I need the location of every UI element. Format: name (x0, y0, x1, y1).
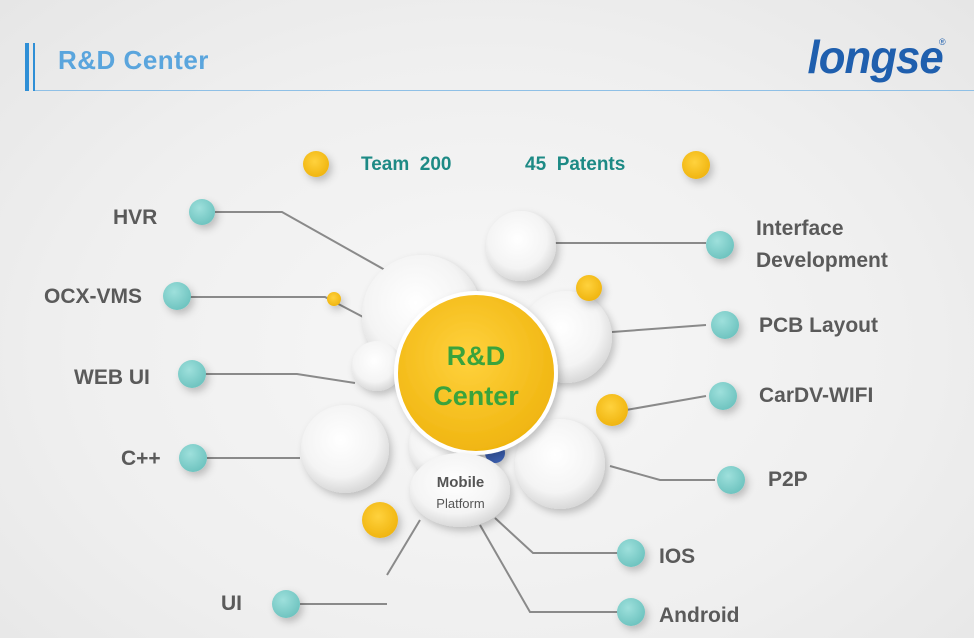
team-dot (303, 151, 329, 177)
label-p2p: P2P (768, 468, 808, 491)
android-node (617, 598, 645, 626)
center-label: R&D Center (398, 336, 554, 416)
registered-mark: ® (939, 37, 946, 47)
header-accent-bar (25, 43, 29, 91)
center-line2: Center (433, 381, 519, 411)
label-development: Development (756, 249, 888, 272)
bubble-bottom-right (515, 419, 605, 509)
bubble-small-left (352, 341, 402, 391)
mobile-subtitle: Platform (436, 496, 485, 511)
bubble-top (486, 211, 556, 281)
pcb-node (711, 311, 739, 339)
accent-dot-small (327, 292, 341, 306)
accent-dot-right (576, 275, 602, 301)
web-ui-node (178, 360, 206, 388)
label-cpp: C++ (121, 447, 161, 470)
connector-cardv (625, 395, 707, 411)
ocx-vms-node (163, 282, 191, 310)
cpp-node (179, 444, 207, 472)
p2p-node (717, 466, 745, 494)
patents-dot (682, 151, 710, 179)
label-cardv-wifi: CarDV-WIFI (759, 384, 874, 407)
ui-node (272, 590, 300, 618)
center-line1: R&D (446, 341, 506, 371)
label-hvr: HVR (113, 206, 158, 229)
connector-ocx-vms (190, 296, 366, 319)
yellow-dots (303, 151, 710, 538)
mobile-platform-bubble (410, 453, 510, 527)
label-interface: Interface (756, 217, 844, 240)
header-accent-bar-thin (33, 43, 35, 91)
label-pcb-layout: PCB Layout (759, 314, 879, 337)
mobile-title: Mobile (436, 474, 485, 491)
cardv-dot (596, 394, 628, 426)
connector-hvr (215, 211, 386, 271)
hvr-node (189, 199, 215, 225)
connector-ui-mobile (386, 519, 421, 576)
interface-node (706, 231, 734, 259)
page-title: R&D Center (58, 45, 209, 75)
brand-logo: longse (807, 31, 944, 83)
center-hub (394, 291, 558, 455)
label-web-ui: WEB UI (74, 366, 150, 389)
connector-android (479, 524, 618, 613)
connector-ios (494, 517, 618, 554)
label-ocx-vms: OCX-VMS (44, 285, 143, 308)
ios-node (617, 539, 645, 567)
label-ios: IOS (659, 545, 696, 568)
team-stat: Team 200 (361, 154, 452, 175)
bubble-bottom-left (301, 405, 389, 493)
patents-stat: 45 Patents (525, 154, 626, 175)
header-divider (35, 90, 974, 91)
connector-p2p (609, 465, 715, 481)
connector-lines (190, 211, 715, 613)
accent-dot-bottom (362, 502, 398, 538)
cardv-node (709, 382, 737, 410)
label-android: Android (659, 604, 740, 627)
connector-pcb (611, 324, 707, 333)
teal-dots (163, 199, 745, 626)
label-ui: UI (221, 592, 242, 615)
connector-web-ui (205, 373, 356, 384)
